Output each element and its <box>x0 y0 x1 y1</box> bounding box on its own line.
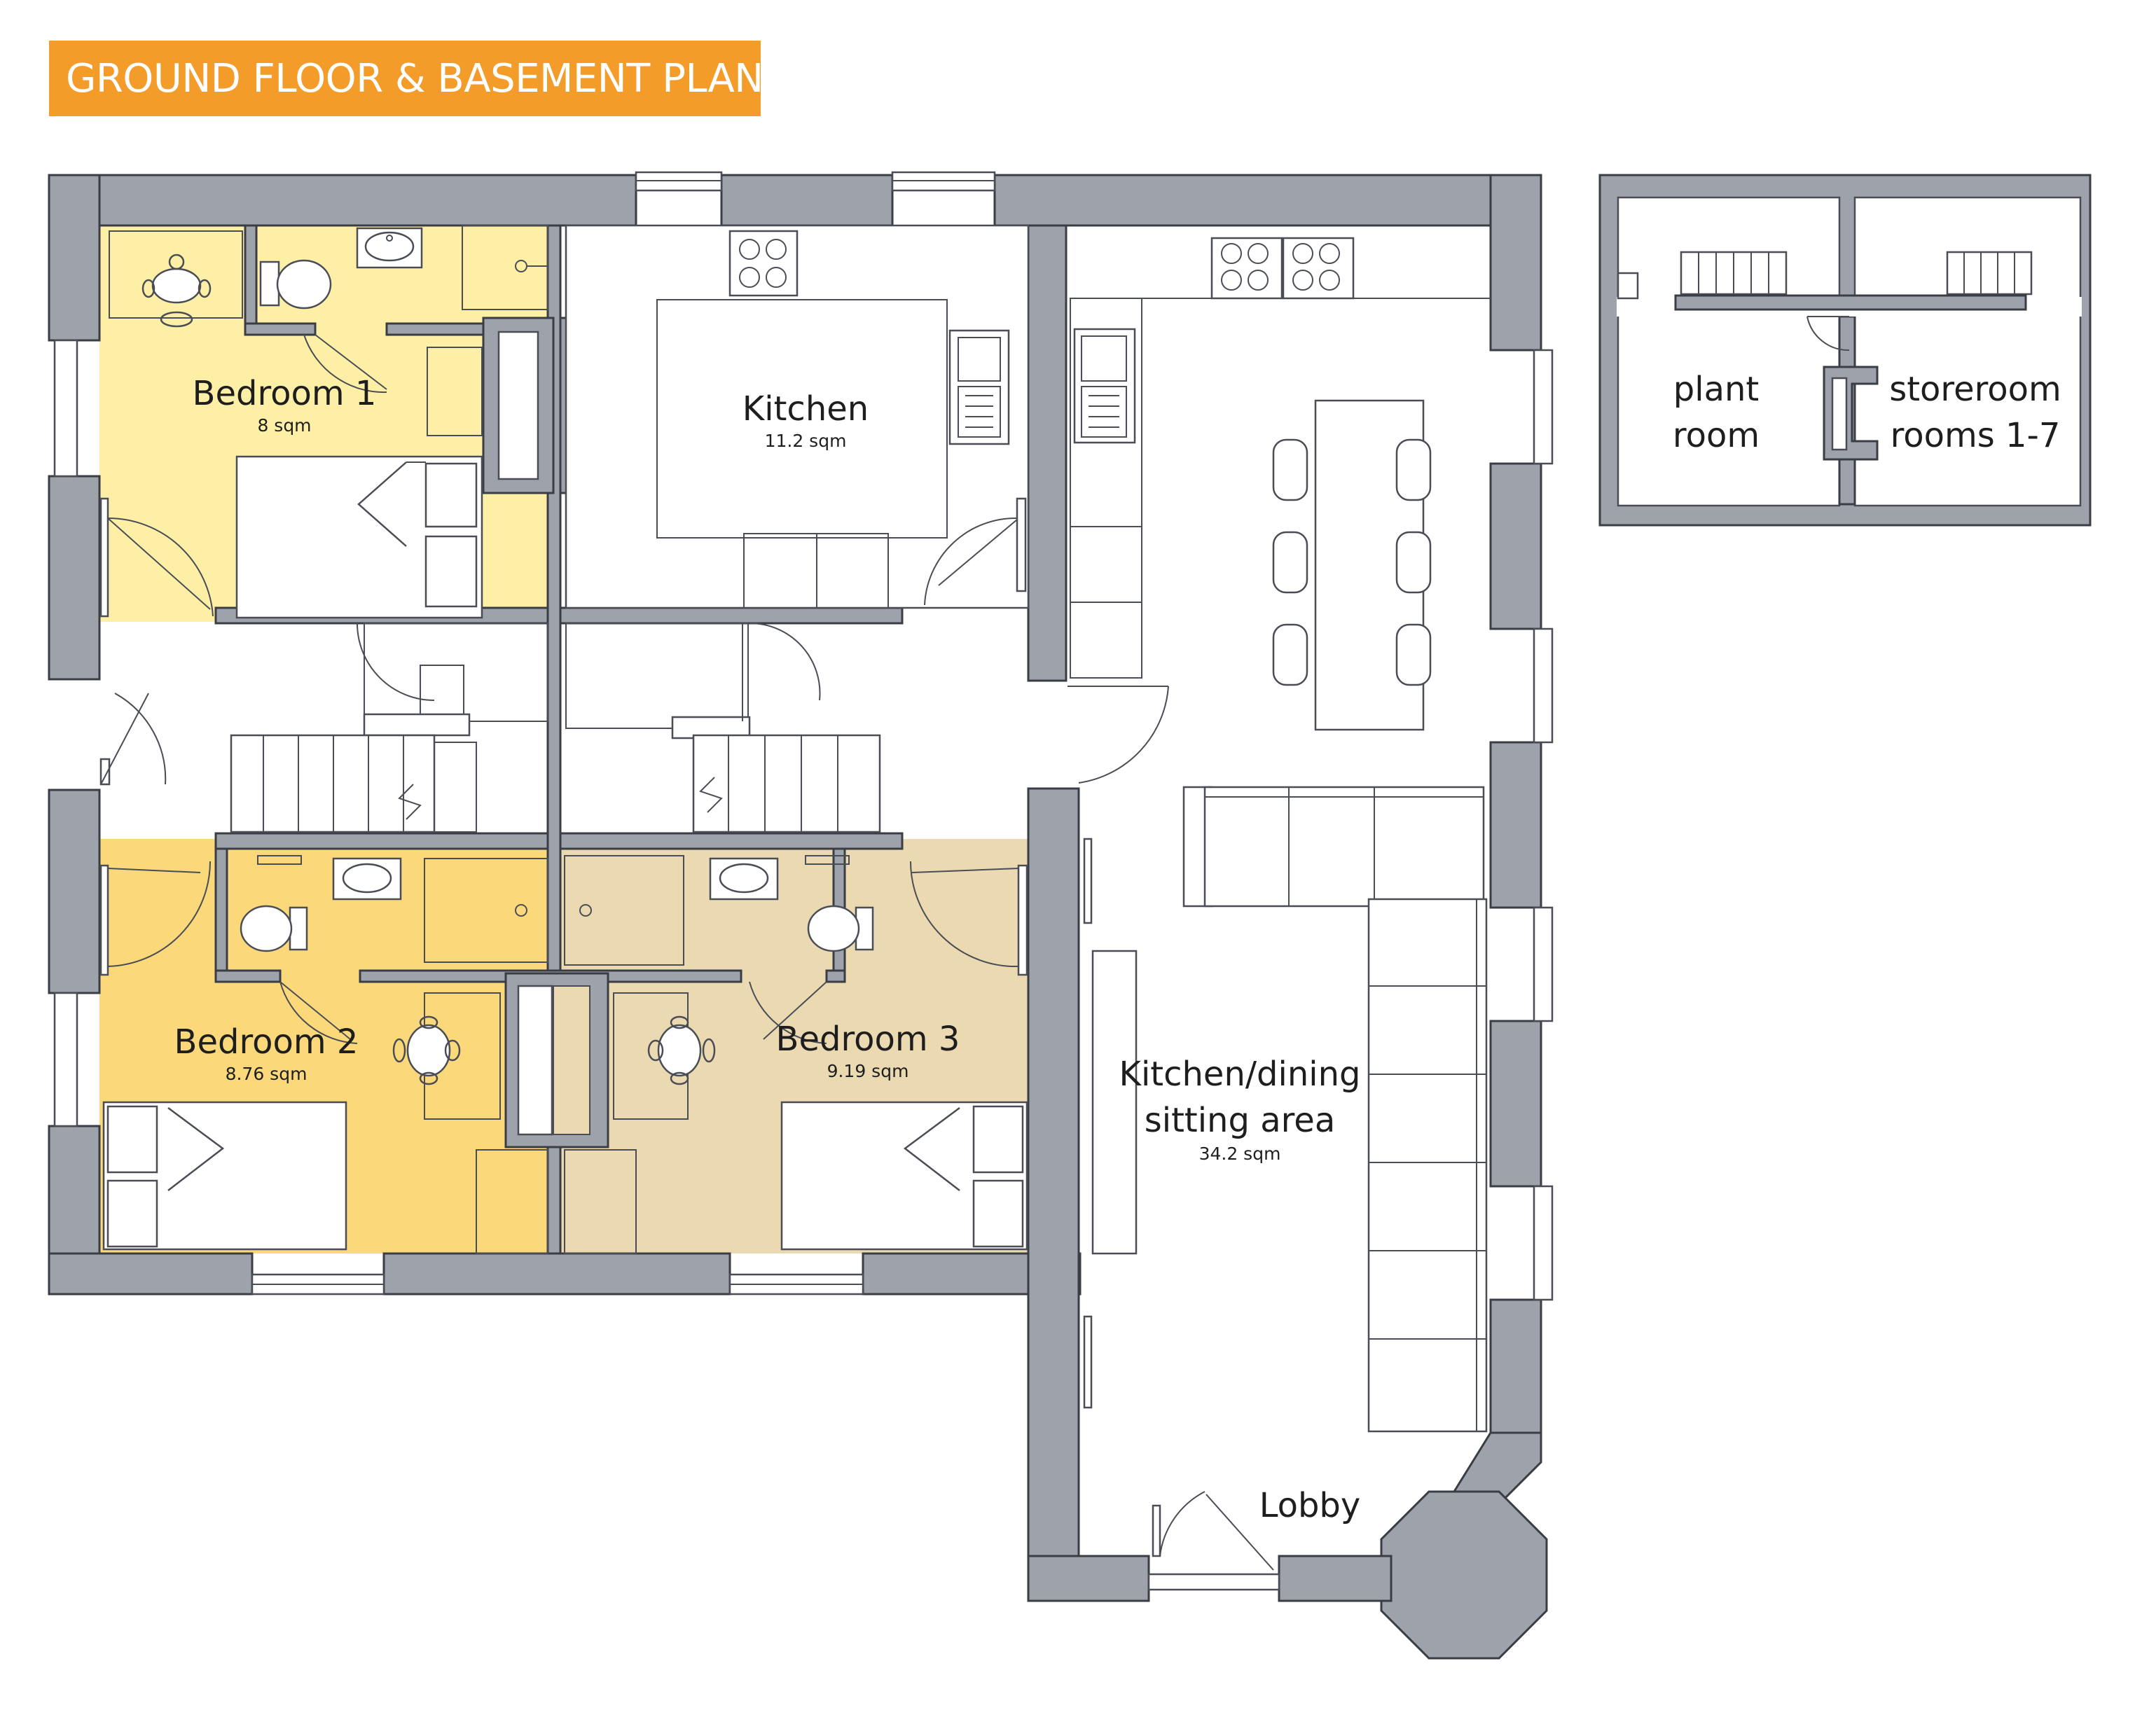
window-icon <box>1533 1185 1554 1301</box>
bed-icon <box>780 1101 1028 1251</box>
storeroom-line2: rooms 1-7 <box>1890 416 2061 455</box>
sink-icon <box>332 857 402 901</box>
door-swing-icon <box>99 861 211 976</box>
window-icon <box>1533 906 1554 1022</box>
door-swing-icon <box>910 861 1028 976</box>
toilet-icon <box>259 259 332 310</box>
door-swing-icon <box>924 497 1027 606</box>
chair-icon <box>1272 438 1432 686</box>
hob-icon <box>1210 237 1283 300</box>
stair-icon <box>692 734 881 833</box>
bedroom-3-name: Bedroom 3 <box>775 1020 960 1059</box>
living-furniture <box>1068 237 1491 1571</box>
bedroom-1-furniture <box>99 225 548 619</box>
plan-title-banner: GROUND FLOOR & BASEMENT PLAN <box>49 41 764 116</box>
living-area: 34.2 sqm <box>1198 1144 1281 1164</box>
door-swing-icon <box>99 693 167 786</box>
door-swing-icon <box>1068 686 1169 784</box>
window-icon <box>53 339 78 478</box>
chair-icon <box>647 1015 716 1085</box>
sink-icon <box>356 227 423 269</box>
sink-icon <box>1073 328 1136 444</box>
window-icon <box>1533 627 1554 744</box>
door-swing-icon <box>303 334 387 394</box>
stair-icon <box>230 734 436 833</box>
sink-icon <box>948 329 1010 445</box>
kitchen-furniture <box>565 224 1030 609</box>
window-icon <box>53 992 78 1127</box>
stairs <box>230 622 881 833</box>
toilet-icon <box>807 905 874 952</box>
kitchen-name: Kitchen <box>742 389 869 429</box>
storeroom-line1: storeroom <box>1889 370 2061 409</box>
bedroom-2-furniture <box>99 855 548 1254</box>
sink-icon <box>709 857 779 901</box>
plant-room-line1: plant <box>1673 370 1760 409</box>
chair-icon <box>141 254 212 328</box>
bedroom-1-area: 8 sqm <box>257 415 312 436</box>
hob-icon <box>1282 237 1355 300</box>
living-name-line1: Kitchen/dining <box>1119 1055 1361 1094</box>
door-swing-icon <box>1152 1491 1274 1571</box>
living-name-line2: sitting area <box>1144 1101 1336 1140</box>
basement-plan <box>1598 174 2092 527</box>
bedroom-2-name: Bedroom 2 <box>174 1022 359 1062</box>
bed-icon <box>102 1101 347 1251</box>
plant-room-line2: room <box>1672 416 1760 455</box>
bed-icon <box>235 455 483 619</box>
bedroom-2-area: 8.76 sqm <box>225 1064 308 1084</box>
window-icon <box>1533 349 1554 465</box>
hob-icon <box>728 230 799 297</box>
bedroom-3-area: 9.19 sqm <box>827 1061 909 1081</box>
bedroom-1-name: Bedroom 1 <box>192 374 377 413</box>
plan-title: GROUND FLOOR & BASEMENT PLAN <box>66 55 764 102</box>
bedroom-3-furniture <box>564 855 1028 1254</box>
chair-icon <box>392 1015 461 1085</box>
windows <box>53 171 1554 1591</box>
lobby-name: Lobby <box>1259 1486 1361 1525</box>
sofa-icon <box>1182 786 1488 1433</box>
kitchen-area: 11.2 sqm <box>764 431 847 451</box>
toilet-icon <box>240 905 308 952</box>
door-swing-icon <box>99 497 214 618</box>
window-icon <box>1147 1573 1280 1591</box>
